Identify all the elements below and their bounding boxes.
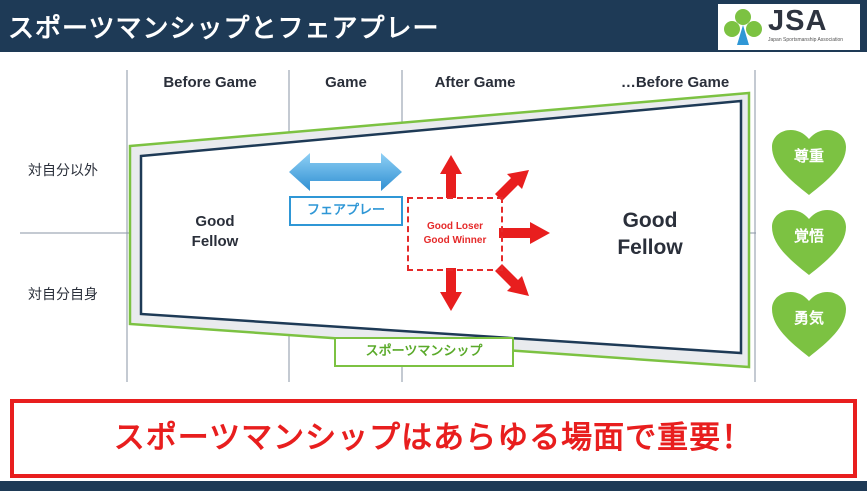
banner-text: スポーツマンシップはあらゆる場面で重要！: [113, 420, 754, 456]
footer-bar: [0, 481, 867, 491]
page-title: スポーツマンシップとフェアプレー: [8, 14, 440, 44]
heart-icons: [772, 130, 846, 357]
heart-label-courage: 勇気: [793, 309, 824, 327]
heart-label-respect: 尊重: [793, 147, 824, 165]
logo-text: JSA: [768, 5, 828, 37]
double-arrow-icon: [289, 153, 402, 191]
clover-icon: [724, 9, 762, 45]
good-loser-box: [407, 197, 503, 271]
column-header-after-game: After Game: [434, 74, 516, 91]
row-label-others: 対自分以外: [28, 163, 98, 179]
fairplay-label: フェアプレー: [289, 196, 403, 226]
heart-label-resolve: 覚悟: [793, 227, 824, 245]
header-bar: スポーツマンシップとフェアプレー JSA Japan Sportsmanship…: [0, 0, 867, 52]
good-fellow-right: Good Fellow: [617, 209, 683, 260]
logo-subtitle: Japan Sportsmanship Association: [768, 37, 844, 43]
good-fellow-frame: [139, 99, 743, 355]
column-header-next-before-game: …Before Game: [620, 74, 730, 91]
column-header-game: Game: [325, 74, 367, 91]
red-arrows-icon: [440, 155, 550, 311]
good-loser-label: Good Loser Good Winner: [423, 221, 487, 246]
row-label-self: 対自分自身: [28, 287, 98, 303]
message-banner: スポーツマンシップはあらゆる場面で重要！: [10, 399, 857, 478]
column-header-before-game: Before Game: [163, 74, 257, 91]
logo: JSA Japan Sportsmanship Association: [718, 4, 860, 50]
sportsmanship-label: スポーツマンシップ: [334, 337, 514, 367]
good-fellow-left: Good Fellow: [191, 213, 239, 250]
